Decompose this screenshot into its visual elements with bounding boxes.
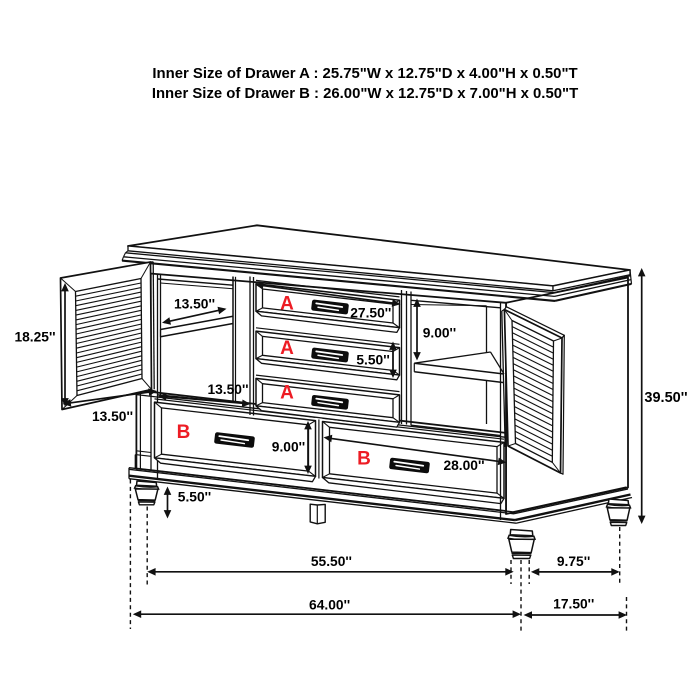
svg-text:17.50'': 17.50'' xyxy=(553,597,594,612)
svg-text:5.50'': 5.50'' xyxy=(356,353,389,368)
svg-text:A: A xyxy=(280,338,294,359)
svg-text:55.50'': 55.50'' xyxy=(311,554,352,569)
svg-text:Inner Size of Drawer B : 26.00: Inner Size of Drawer B : 26.00"W x 12.75… xyxy=(152,86,578,102)
svg-text:9.00'': 9.00'' xyxy=(423,326,456,341)
svg-text:64.00'': 64.00'' xyxy=(309,598,350,613)
svg-text:A: A xyxy=(280,383,294,404)
svg-text:9.75'': 9.75'' xyxy=(557,554,590,569)
svg-text:5.50'': 5.50'' xyxy=(178,490,211,505)
svg-text:B: B xyxy=(177,422,191,443)
svg-text:B: B xyxy=(357,449,371,470)
svg-text:13.50'': 13.50'' xyxy=(92,409,133,424)
svg-text:Inner Size of Drawer A : 25.75: Inner Size of Drawer A : 25.75"W x 12.75… xyxy=(152,66,577,82)
svg-text:13.50'': 13.50'' xyxy=(174,297,215,312)
svg-text:27.50'': 27.50'' xyxy=(350,306,391,321)
svg-text:18.25'': 18.25'' xyxy=(14,330,55,345)
svg-text:9.00'': 9.00'' xyxy=(272,440,305,455)
svg-text:13.50'': 13.50'' xyxy=(207,382,248,397)
svg-text:28.00'': 28.00'' xyxy=(443,458,484,473)
svg-text:39.50'': 39.50'' xyxy=(644,390,687,406)
svg-text:A: A xyxy=(280,294,294,315)
